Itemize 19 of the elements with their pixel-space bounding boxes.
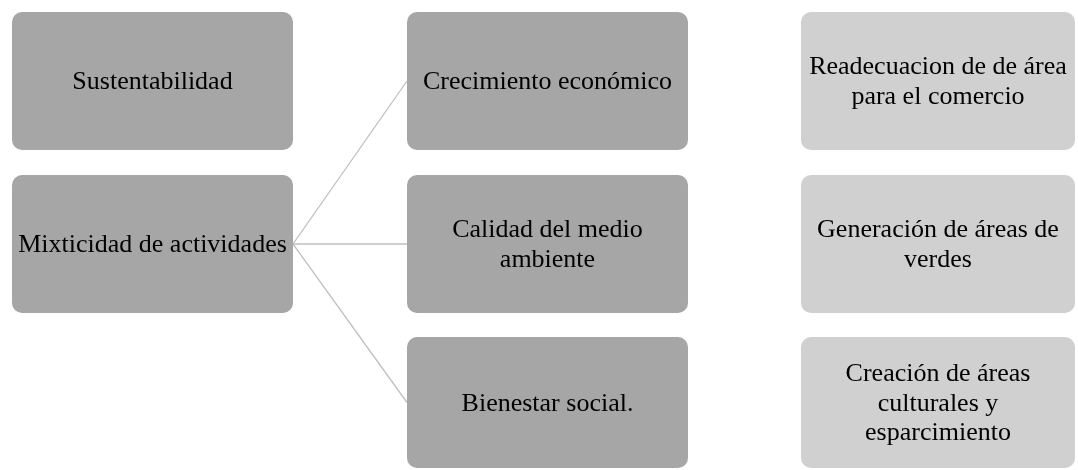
connector-line (292, 243, 408, 404)
node-text: Readecuacion de de área para el comercio (808, 51, 1068, 111)
rounded-box (407, 12, 688, 150)
connector-line (292, 80, 408, 245)
node-text: Mixticidad de actividades (18, 229, 287, 259)
rounded-box (12, 12, 293, 150)
node-text: Crecimiento económico (422, 66, 673, 96)
node-text: Sustentabilidad (72, 66, 233, 96)
rounded-box (801, 337, 1075, 468)
node-text: Bienestar social. (461, 387, 634, 418)
rounded-box (801, 175, 1075, 313)
node-text: Generación de áreas de verdes (816, 214, 1060, 274)
rounded-box (407, 175, 688, 313)
rounded-box (407, 337, 688, 468)
rounded-box (801, 12, 1075, 150)
rounded-box (12, 175, 293, 313)
node-text: Creación de áreas culturales y esparcimiento (844, 357, 1032, 448)
node-text: Calidad del medio ambiente (451, 214, 644, 274)
connector-line (292, 243, 408, 245)
